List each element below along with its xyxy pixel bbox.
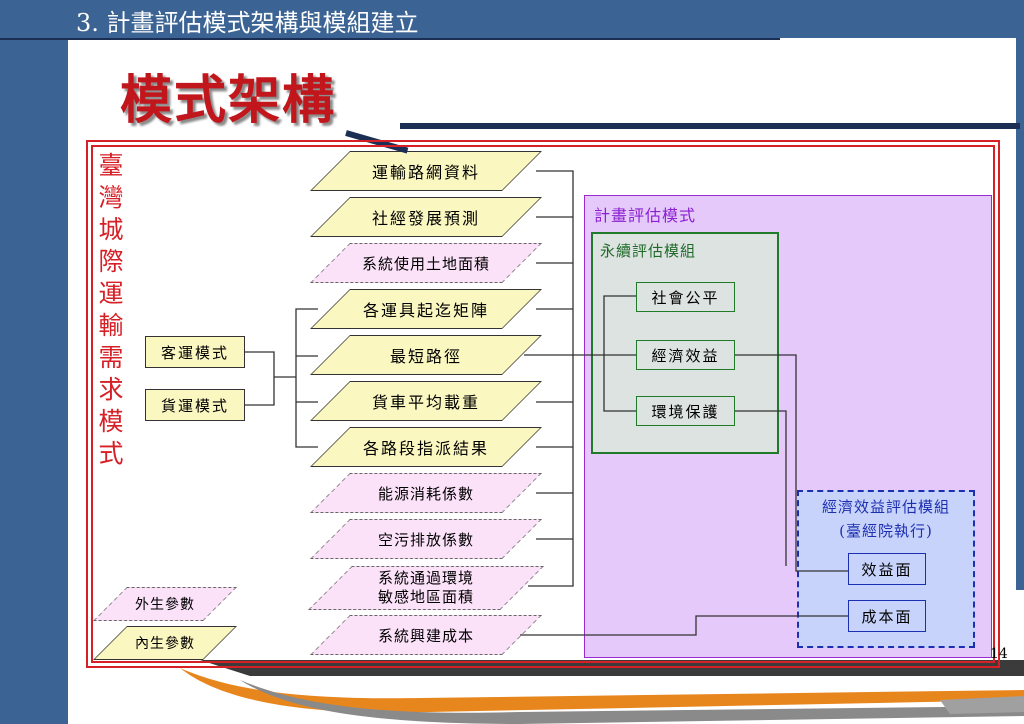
economic-benefit-box: 經濟效益: [636, 340, 735, 370]
vertical-title: 臺灣城際運輸需求模式: [98, 151, 124, 468]
input-truck-load: 貨車平均載重: [330, 381, 522, 421]
slide-title: 模式架構: [120, 71, 337, 131]
input-sensitive-area-line2: 敏感地區面積: [377, 588, 474, 606]
legend-endogenous: 內生參數: [110, 626, 220, 660]
input-energy-coefficient: 能源消耗係數: [330, 473, 522, 513]
page-number: 14: [990, 646, 1008, 662]
input-land-area: 系統使用土地面積: [330, 243, 522, 283]
right-band: [1016, 30, 1024, 590]
input-sensitive-area-line1: 系統通過環境: [377, 569, 474, 587]
header-underline: [0, 38, 780, 40]
passenger-mode-box: 客運模式: [145, 336, 245, 368]
header-bar: [68, 0, 1024, 38]
social-equity-box: 社會公平: [636, 282, 735, 312]
input-construction-cost: 系統興建成本: [330, 615, 522, 655]
diagram-frame-inner: [91, 145, 995, 663]
left-band: [0, 0, 68, 724]
freight-mode-box: 貨運模式: [145, 389, 245, 421]
economic-module-executor: (臺經院執行): [839, 522, 933, 540]
legend-exogenous: 外生參數: [110, 587, 220, 621]
input-assignment-result: 各路段指派結果: [330, 427, 522, 467]
title-rule: [400, 123, 1020, 129]
sustainability-module-label: 永續評估模組: [600, 242, 697, 260]
section-title: 3. 計畫評估模式架構與模組建立: [76, 9, 419, 37]
input-socioeconomic-forecast: 社經發展預測: [330, 197, 522, 237]
cost-side-box: 成本面: [848, 600, 926, 632]
input-emission-coefficient: 空污排放係數: [330, 519, 522, 559]
economic-module-label: 經濟效益評估模組: [821, 498, 950, 516]
input-network-data: 運輸路網資料: [330, 151, 522, 191]
input-sensitive-area: 系統通過環境 敏感地區面積: [330, 566, 522, 610]
input-od-matrix: 各運具起迄矩陣: [330, 289, 522, 329]
benefit-side-box: 效益面: [848, 553, 926, 585]
input-shortest-path: 最短路徑: [330, 335, 522, 375]
diagram-frame-outer: [86, 140, 1000, 668]
environmental-protection-box: 環境保護: [636, 396, 735, 426]
plan-evaluation-label: 計畫評估模式: [594, 206, 697, 225]
